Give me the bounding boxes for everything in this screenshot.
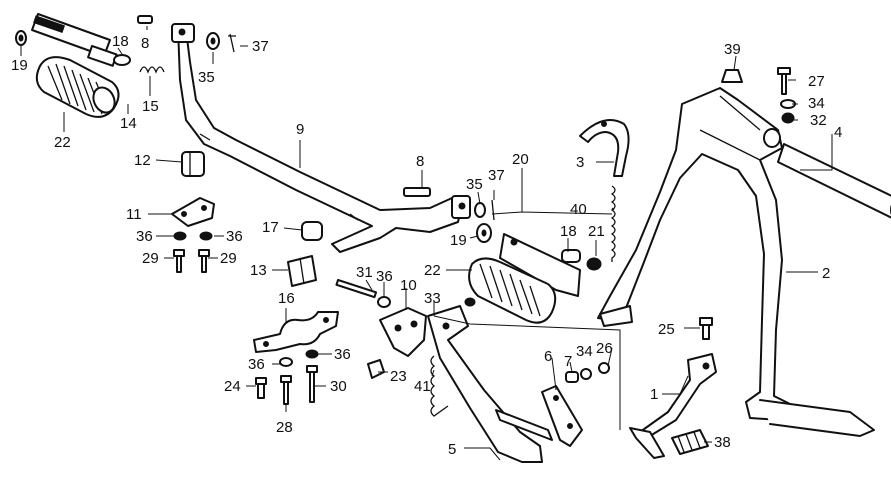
- callout-9: 9: [296, 121, 304, 138]
- callout-5: 5: [448, 441, 456, 458]
- clamp-13: [287, 255, 317, 287]
- callout-10: 10: [400, 277, 417, 294]
- callout-14: 14: [120, 115, 137, 132]
- callout-23: 23: [390, 368, 407, 385]
- callout-36: 36: [226, 228, 243, 245]
- callout-8: 8: [141, 35, 149, 52]
- clamp-12: [181, 151, 205, 177]
- footpeg-assembly-right: [468, 233, 602, 324]
- callout-8: 8: [416, 153, 424, 170]
- callout-19: 19: [450, 232, 467, 249]
- callout-12: 12: [134, 152, 151, 169]
- callout-19: 19: [11, 57, 28, 74]
- leader-lines: [20, 26, 833, 461]
- callout-22: 22: [54, 134, 71, 151]
- callout-30: 30: [330, 378, 347, 395]
- spring-40: [610, 185, 616, 262]
- footpeg-bar: [171, 23, 471, 253]
- callout-31: 31: [356, 264, 373, 281]
- callout-21: 21: [588, 223, 605, 240]
- callout-38: 38: [714, 434, 731, 451]
- main-stand: [597, 87, 875, 437]
- callout-37: 37: [488, 167, 505, 184]
- switch-6: [541, 362, 610, 447]
- callout-33: 33: [424, 290, 441, 307]
- callout-41: 41: [414, 378, 431, 395]
- callout-7: 7: [564, 353, 572, 370]
- callout-36: 36: [376, 268, 393, 285]
- callout-18: 18: [112, 33, 129, 50]
- spring-41: [430, 355, 449, 417]
- callout-3: 3: [576, 154, 584, 171]
- callout-37: 37: [252, 38, 269, 55]
- bracket-10: [379, 297, 476, 357]
- rubber-38: [671, 429, 709, 455]
- callout-11: 11: [126, 206, 142, 223]
- shaft-4: [763, 128, 891, 219]
- hook-3: [579, 119, 630, 177]
- bolts-24-28-30: [255, 349, 319, 405]
- bolts-31-23: [335, 279, 391, 379]
- bolt-25: [699, 317, 713, 340]
- callout-28: 28: [276, 419, 293, 436]
- bolts-29-36: [173, 231, 213, 273]
- callout-39: 39: [724, 41, 741, 58]
- bracket-11: [171, 197, 215, 227]
- callout-29: 29: [142, 250, 159, 267]
- callout-15: 15: [142, 98, 159, 115]
- side-stand: [427, 305, 553, 463]
- callout-18: 18: [560, 223, 577, 240]
- callout-36: 36: [334, 346, 351, 363]
- hardware-mid: [403, 187, 495, 243]
- callout-35: 35: [198, 69, 215, 86]
- callout-35: 35: [466, 176, 483, 193]
- callout-6: 6: [544, 348, 552, 365]
- lever-1: [629, 353, 717, 459]
- callout-22: 22: [424, 262, 441, 279]
- footpeg-assembly-left: [15, 13, 165, 118]
- callout-labels: 19 18 8 35 37 15 14 22 9 12 11 36 36 29 …: [11, 33, 842, 458]
- callout-32: 32: [810, 112, 827, 129]
- callout-29: 29: [220, 250, 237, 267]
- callout-17: 17: [262, 219, 279, 236]
- callout-40: 40: [570, 201, 587, 218]
- callout-36: 36: [136, 228, 153, 245]
- bracket-16: [253, 311, 339, 353]
- callout-24: 24: [224, 378, 241, 395]
- callout-34: 34: [808, 95, 825, 112]
- callout-26: 26: [596, 340, 613, 357]
- callout-27: 27: [808, 73, 825, 90]
- callout-13: 13: [250, 262, 267, 279]
- part-17: [301, 221, 323, 241]
- callout-34: 34: [576, 343, 593, 360]
- callout-1: 1: [650, 386, 658, 403]
- callout-16: 16: [278, 290, 295, 307]
- callout-25: 25: [658, 321, 675, 338]
- callout-4: 4: [834, 124, 842, 141]
- top-hardware: [137, 15, 236, 53]
- callout-20: 20: [512, 151, 529, 168]
- callout-2: 2: [822, 265, 830, 282]
- callout-36: 36: [248, 356, 265, 373]
